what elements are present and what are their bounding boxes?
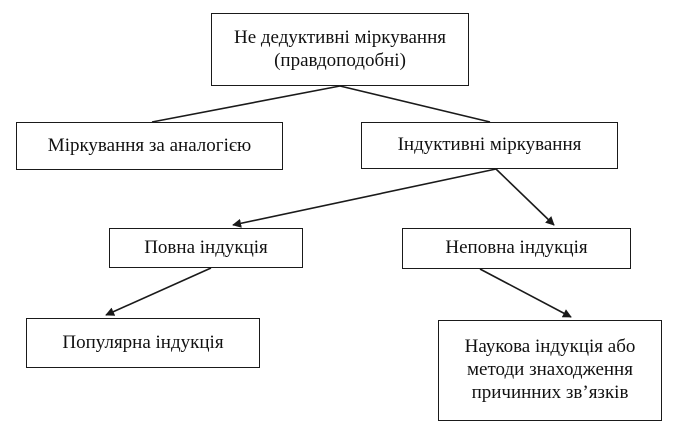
node-label: Популярна індукція	[62, 331, 224, 353]
node-popular-induction: Популярна індукція	[26, 318, 260, 368]
node-label: Не дедуктивні міркування (правдоподобні)	[233, 26, 447, 71]
node-label: Повна індукція	[144, 236, 268, 258]
connector-root-to-analogy	[151, 85, 341, 123]
connector-root-to-inductive	[339, 85, 491, 123]
node-scientific-induction: Наукова індукція або методи знаходження …	[438, 320, 662, 421]
node-label: Індуктивні міркування	[397, 134, 582, 156]
node-full-induction: Повна індукція	[109, 228, 303, 268]
node-label: Неповна індукція	[445, 237, 588, 259]
node-inductive-reasoning: Індуктивні міркування	[361, 122, 618, 169]
connector-full-to-popular	[105, 267, 212, 316]
node-reasoning-by-analogy: Міркування за аналогією	[16, 122, 283, 170]
node-label: Міркування за аналогією	[47, 134, 252, 156]
node-partial-induction: Неповна індукція	[402, 228, 631, 269]
node-label: Наукова індукція або методи знаходження …	[464, 336, 636, 403]
connector-inductive-to-partial	[495, 168, 555, 226]
connector-partial-to-scientific	[479, 268, 572, 318]
node-non-deductive-reasoning: Не дедуктивні міркування (правдоподобні)	[211, 13, 469, 86]
connector-inductive-to-full	[232, 168, 497, 228]
